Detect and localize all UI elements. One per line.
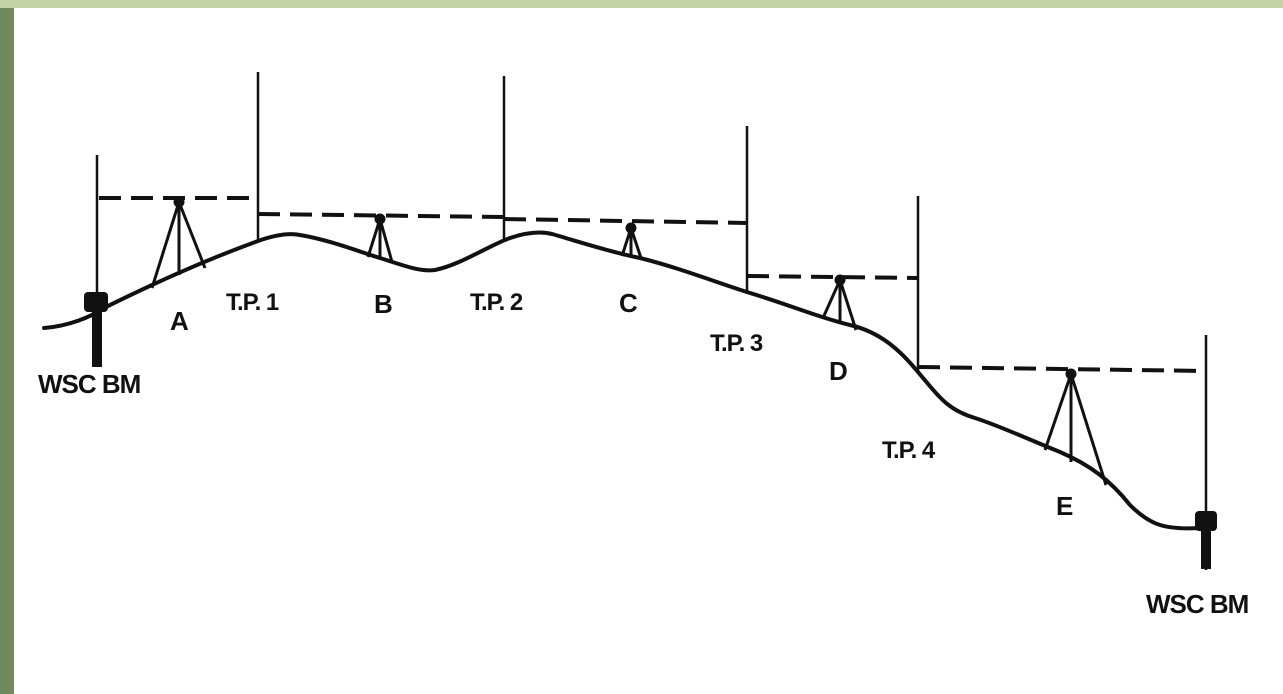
label-bm-end: WSC BM: [1146, 589, 1248, 619]
frame-left-border: [0, 0, 14, 694]
benchmark-end-marker: [1195, 335, 1217, 570]
sight-line-c: [503, 217, 748, 225]
sight-line-e: [917, 365, 1207, 373]
label-tp4: T.P. 4: [882, 437, 936, 464]
label-bm-start: WSC BM: [38, 369, 140, 399]
sight-line-b: [257, 212, 505, 219]
label-tp1: T.P. 1: [226, 289, 279, 316]
instrument-e: [1043, 368, 1108, 486]
instrument-a: [150, 196, 207, 289]
instrument-c: [620, 222, 643, 259]
label-station-e: E: [1056, 491, 1073, 521]
label-tp3: T.P. 3: [710, 330, 763, 357]
benchmark-start-marker: [84, 155, 108, 367]
label-station-a: A: [170, 306, 189, 336]
label-station-b: B: [374, 289, 392, 319]
label-tp2: T.P. 2: [470, 289, 523, 316]
ground-profile: [42, 230, 1202, 531]
instrument-d: [821, 274, 858, 331]
label-station-c: C: [619, 288, 638, 318]
sight-line-d: [746, 274, 919, 280]
instrument-b: [366, 213, 394, 263]
frame-top-border: [0, 0, 1283, 8]
label-station-d: D: [829, 356, 847, 386]
